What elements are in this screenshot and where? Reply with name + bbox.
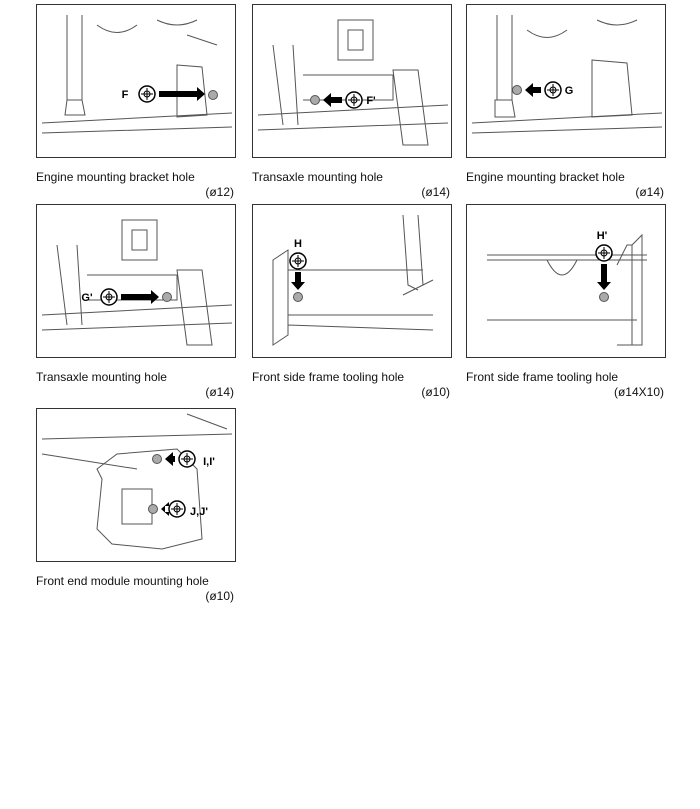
hole-diameter: (ø14) bbox=[635, 185, 664, 199]
datum-target-icon bbox=[544, 81, 562, 99]
hole-diameter: (ø14) bbox=[205, 385, 234, 399]
illustration-panel: H' bbox=[466, 204, 666, 358]
illustration-panel: F bbox=[36, 4, 236, 158]
arrow-icon bbox=[323, 93, 342, 107]
mounting-hole bbox=[599, 292, 609, 302]
illustration-panel: I,I' J,J' bbox=[36, 408, 236, 562]
figure: F' Transaxle mounting hole (ø14) bbox=[252, 4, 466, 200]
mounting-hole bbox=[512, 85, 522, 95]
illustration-panel: H bbox=[252, 204, 452, 358]
figure-caption: Transaxle mounting hole bbox=[252, 170, 383, 184]
datum-target-icon bbox=[168, 500, 186, 518]
datum-label: G' bbox=[81, 292, 93, 304]
arrow-icon bbox=[525, 83, 541, 97]
mounting-hole bbox=[152, 454, 162, 464]
figure-caption: Front end module mounting hole bbox=[36, 574, 209, 588]
vehicle-body-illustration: G bbox=[471, 15, 663, 134]
datum-target-icon bbox=[100, 288, 118, 306]
hole-diameter: (ø12) bbox=[205, 185, 234, 199]
arrow-icon bbox=[121, 290, 159, 304]
datum-target-icon bbox=[138, 85, 156, 103]
arrow-icon bbox=[159, 87, 205, 101]
illustration-panel: G' bbox=[36, 204, 236, 358]
mounting-hole bbox=[162, 292, 172, 302]
mounting-hole bbox=[310, 95, 320, 105]
arrow-icon bbox=[597, 264, 611, 290]
datum-label: F bbox=[122, 89, 129, 101]
figure-caption: Engine mounting bracket hole bbox=[36, 170, 195, 184]
datum-label: F' bbox=[366, 95, 376, 107]
datum-label: H' bbox=[597, 230, 608, 242]
mounting-hole bbox=[208, 90, 218, 100]
vehicle-body-illustration: F' bbox=[257, 19, 449, 146]
datum-target-icon bbox=[178, 450, 196, 468]
vehicle-body-illustration: H' bbox=[487, 230, 647, 346]
hole-diameter: (ø14X10) bbox=[613, 385, 664, 399]
datum-label: H bbox=[294, 238, 302, 250]
figure: H Front side frame tooling hole (ø10) bbox=[252, 204, 466, 400]
mounting-hole bbox=[293, 292, 303, 302]
arrow-icon bbox=[165, 452, 175, 466]
figure-caption: Engine mounting bracket hole bbox=[466, 170, 625, 184]
figure: F Engine mounting bracket hole (ø12) bbox=[36, 4, 250, 200]
arrow-icon bbox=[161, 502, 169, 516]
datum-label: I,I' bbox=[203, 456, 215, 468]
figure: I,I' J,J' Front end module mounting hole(ø… bbox=[36, 408, 250, 604]
figure: H' Front side frame tooling hole(ø14X10) bbox=[466, 204, 680, 400]
datum-label: G bbox=[565, 85, 574, 97]
hole-diameter: (ø10) bbox=[205, 589, 234, 603]
vehicle-body-illustration: G' bbox=[41, 219, 233, 346]
figure-caption: Front side frame tooling hole bbox=[252, 370, 405, 384]
datum-target-icon bbox=[345, 91, 363, 109]
vehicle-body-illustration: F bbox=[41, 15, 233, 134]
arrow-icon bbox=[291, 272, 305, 290]
illustration-panel: F' bbox=[252, 4, 452, 158]
figure: G Engine mounting bracket hole (ø14) bbox=[466, 4, 680, 200]
hole-diameter: (ø14) bbox=[421, 185, 450, 199]
figure-caption: Transaxle mounting hole bbox=[36, 370, 167, 384]
vehicle-body-illustration: I,I' J,J' bbox=[41, 413, 233, 550]
vehicle-body-illustration: H bbox=[272, 214, 434, 346]
mounting-hole bbox=[148, 504, 158, 514]
illustration-panel: G bbox=[466, 4, 666, 158]
figure: G' Transaxle mounting hole (ø14) bbox=[36, 204, 250, 400]
datum-label: J,J' bbox=[190, 506, 208, 518]
datum-target-icon bbox=[289, 252, 307, 270]
datum-target-icon bbox=[595, 244, 613, 262]
hole-diameter: (ø10) bbox=[421, 385, 450, 399]
figure-caption: Front side frame tooling hole bbox=[466, 370, 619, 384]
